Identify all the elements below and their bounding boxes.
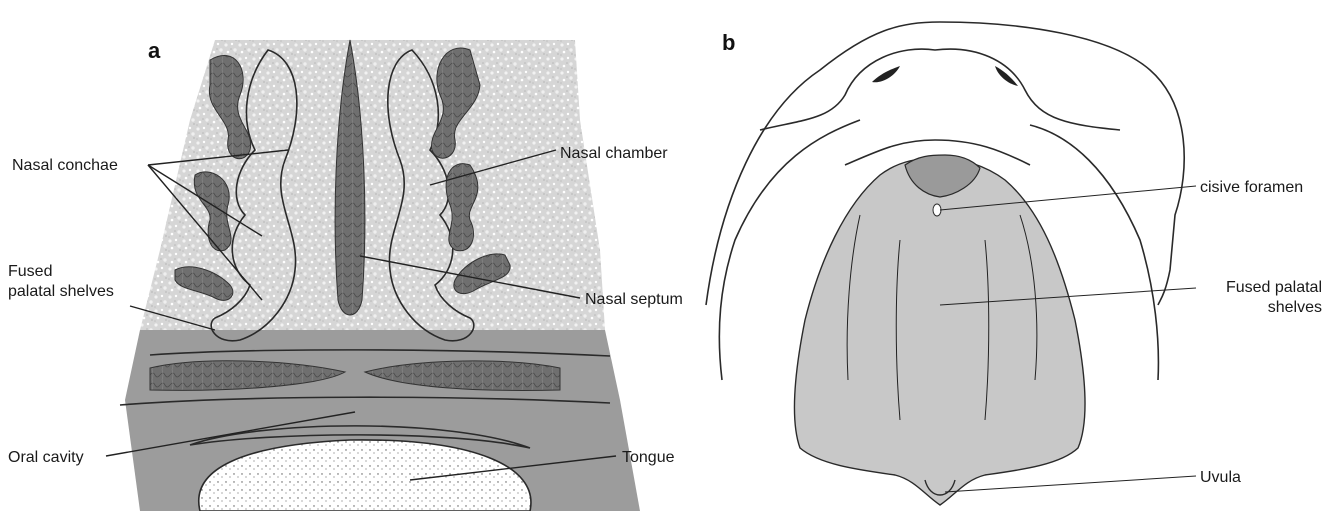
incisive-foramen-shape xyxy=(933,204,941,216)
label-nasal-conchae: Nasal conchae xyxy=(12,157,118,174)
snout-contour xyxy=(760,49,1120,130)
label-fused-palatal-b-1: Fused palatal xyxy=(1226,279,1322,296)
left-nostril xyxy=(872,66,900,82)
label-nasal-septum: Nasal septum xyxy=(585,291,683,308)
label-fused-palatal-a-2: palatal shelves xyxy=(8,283,114,300)
label-fused-palatal-a-1: Fused xyxy=(8,263,52,280)
label-incisive-foramen: cisive foramen xyxy=(1200,179,1303,196)
label-fused-palatal-b-2: shelves xyxy=(1268,299,1322,316)
leader-uvula xyxy=(945,476,1196,492)
label-nasal-chamber: Nasal chamber xyxy=(560,145,668,162)
panel-b-letter: b xyxy=(722,30,735,55)
panel-a-letter: a xyxy=(148,38,161,63)
panel-b xyxy=(706,22,1184,505)
label-uvula: Uvula xyxy=(1200,469,1241,486)
label-tongue: Tongue xyxy=(622,449,675,466)
right-nostril xyxy=(995,66,1018,86)
label-oral-cavity: Oral cavity xyxy=(8,449,84,466)
